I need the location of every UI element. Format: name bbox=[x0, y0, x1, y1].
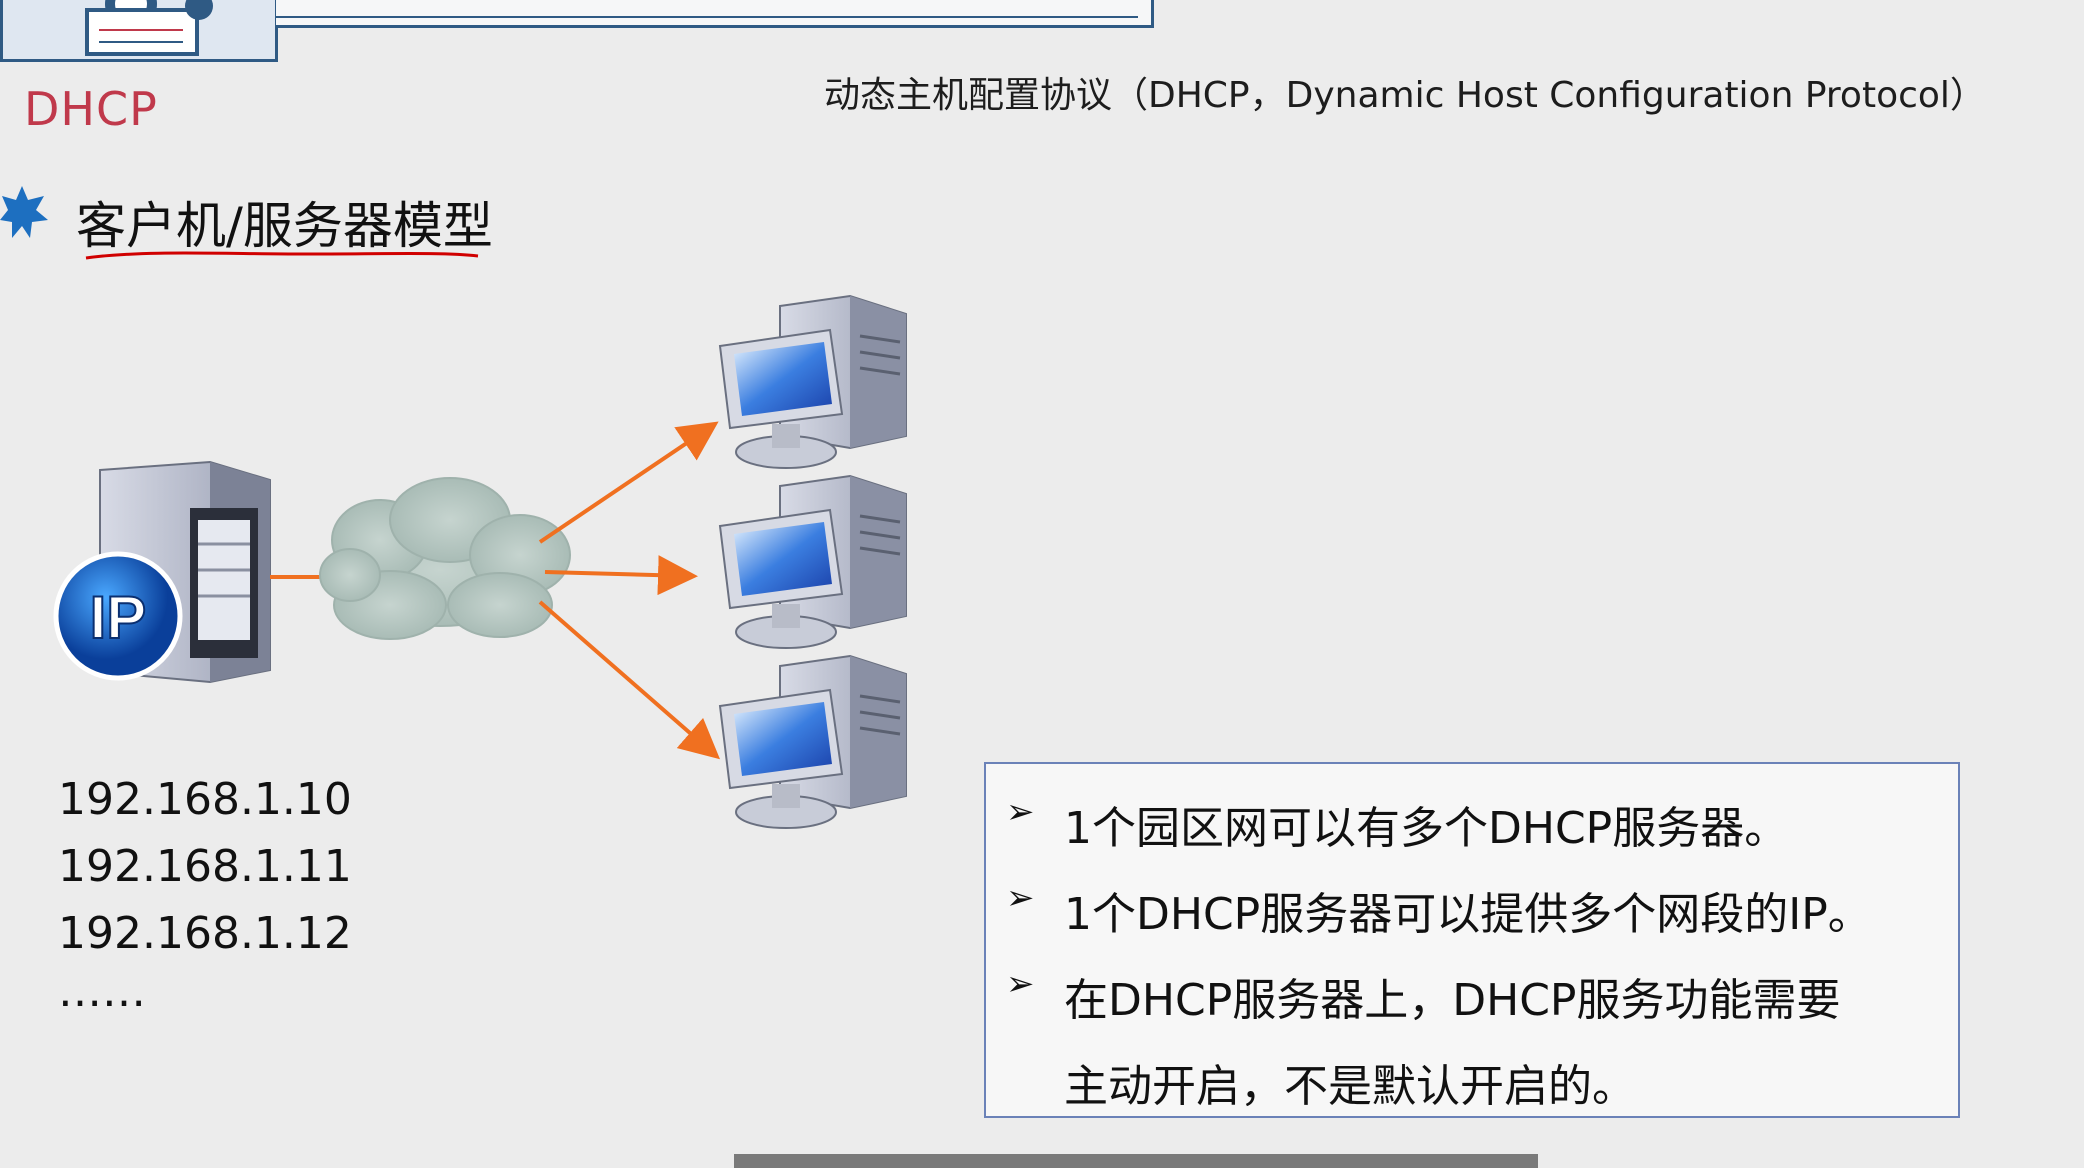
arrow-to-client-2 bbox=[544, 555, 698, 596]
arrow-to-client-1 bbox=[538, 421, 719, 544]
title-bar-frame bbox=[276, 0, 1154, 28]
ip-badge-label: IP bbox=[90, 584, 147, 651]
arrow-to-client-3 bbox=[538, 600, 721, 760]
ip-address-item: 192.168.1.10 bbox=[58, 774, 352, 825]
ip-address-item: 192.168.1.11 bbox=[58, 841, 352, 892]
ip-badge: IP bbox=[53, 551, 183, 681]
section-label: DHCP bbox=[24, 82, 158, 136]
horizontal-scrollbar[interactable] bbox=[734, 1154, 1538, 1168]
note-text: 在DHCP服务器上，DHCP服务功能需要 bbox=[1064, 975, 1841, 1026]
title-bar-inner-line bbox=[276, 0, 1138, 18]
ip-address-ellipsis: …… bbox=[58, 966, 146, 1017]
arrow-bullet-icon: ➢ bbox=[1006, 792, 1035, 832]
note-text: 主动开启，不是默认开启的。 bbox=[1064, 1061, 1636, 1112]
section-heading: 客户机/服务器模型 bbox=[76, 197, 493, 255]
arrow-bullet-icon: ➢ bbox=[1006, 878, 1035, 918]
notes-box: ➢ 1个园区网可以有多个DHCP服务器。 ➢ 1个DHCP服务器可以提供多个网段… bbox=[984, 762, 1960, 1118]
page-subtitle: 动态主机配置协议（DHCP，Dynamic Host Configuration… bbox=[824, 75, 1986, 116]
ip-address-list: 192.168.1.10 192.168.1.11 192.168.1.12 …… bbox=[58, 766, 352, 1017]
logo-icon bbox=[85, 0, 213, 56]
note-text: 1个DHCP服务器可以提供多个网段的IP。 bbox=[1064, 889, 1872, 940]
arrow-bullet-icon: ➢ bbox=[1006, 964, 1035, 1004]
client-computer-icon bbox=[718, 294, 907, 469]
star-bullet-icon bbox=[0, 186, 48, 238]
heading-underline bbox=[85, 251, 479, 260]
ip-address-item: 192.168.1.12 bbox=[58, 908, 352, 959]
network-diagram: IP bbox=[53, 294, 907, 829]
logo-frame bbox=[0, 0, 278, 62]
note-text: 1个园区网可以有多个DHCP服务器。 bbox=[1064, 803, 1789, 854]
cloud-icon bbox=[319, 477, 571, 640]
client-computer-icon bbox=[718, 474, 907, 649]
client-computer-icon bbox=[718, 654, 907, 829]
